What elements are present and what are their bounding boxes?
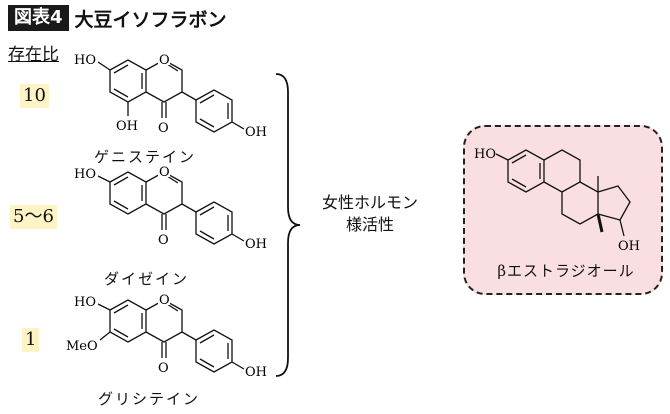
estradiol-hydroxy-3: HO bbox=[474, 147, 496, 162]
ratio-header: 存在比 bbox=[8, 45, 59, 65]
ring-oxygen-label: O bbox=[159, 293, 170, 308]
estradiol-label: βエストラジオール bbox=[497, 262, 635, 280]
estradiol-hydroxy-17: OH bbox=[618, 239, 640, 254]
genistein-structure: O O HO OH OH bbox=[74, 53, 267, 140]
glycitein-label: グリシテイン bbox=[98, 390, 201, 408]
estradiol-structure: HO OH bbox=[474, 147, 640, 254]
hormone-activity-label: 女性ホルモン 様活性 bbox=[300, 192, 440, 236]
ratio-genistein: 10 bbox=[20, 84, 49, 108]
hormone-label-line2: 様活性 bbox=[345, 215, 394, 234]
hydroxy-label-7: HO bbox=[74, 295, 96, 310]
figure-title: 大豆イソフラボン bbox=[74, 8, 227, 31]
hydroxy-label-4prime: OH bbox=[245, 237, 267, 252]
methoxy-label: MeO bbox=[66, 339, 98, 354]
figure-title-row: 図表4 大豆イソフラボン bbox=[8, 4, 227, 32]
genistein-label: ゲニステイン bbox=[94, 148, 197, 166]
daidzein-label: ダイゼイン bbox=[104, 270, 190, 288]
hydroxy-label-5: OH bbox=[116, 119, 138, 134]
glycitein-structure: O O HO MeO OH bbox=[66, 293, 267, 380]
figure-badge: 図表4 bbox=[8, 5, 69, 31]
daidzein-structure: O O HO OH bbox=[74, 165, 267, 252]
grouping-brace bbox=[275, 73, 301, 377]
carbonyl-oxygen-label: O bbox=[158, 121, 169, 136]
ratio-glycitein: 1 bbox=[22, 328, 40, 352]
ring-oxygen-label: O bbox=[159, 165, 170, 180]
hydroxy-label-7: HO bbox=[74, 53, 96, 68]
carbonyl-oxygen-label: O bbox=[158, 233, 169, 248]
hydroxy-label-4prime: OH bbox=[245, 125, 267, 140]
estradiol-box bbox=[463, 125, 663, 295]
hydroxy-label-7: HO bbox=[74, 167, 96, 182]
carbonyl-oxygen-label: O bbox=[158, 361, 169, 376]
ring-oxygen-label: O bbox=[159, 53, 170, 68]
ratio-daidzein: 5〜6 bbox=[10, 205, 57, 229]
hormone-label-line1: 女性ホルモン bbox=[321, 193, 418, 212]
hydroxy-label-4prime: OH bbox=[245, 365, 267, 380]
